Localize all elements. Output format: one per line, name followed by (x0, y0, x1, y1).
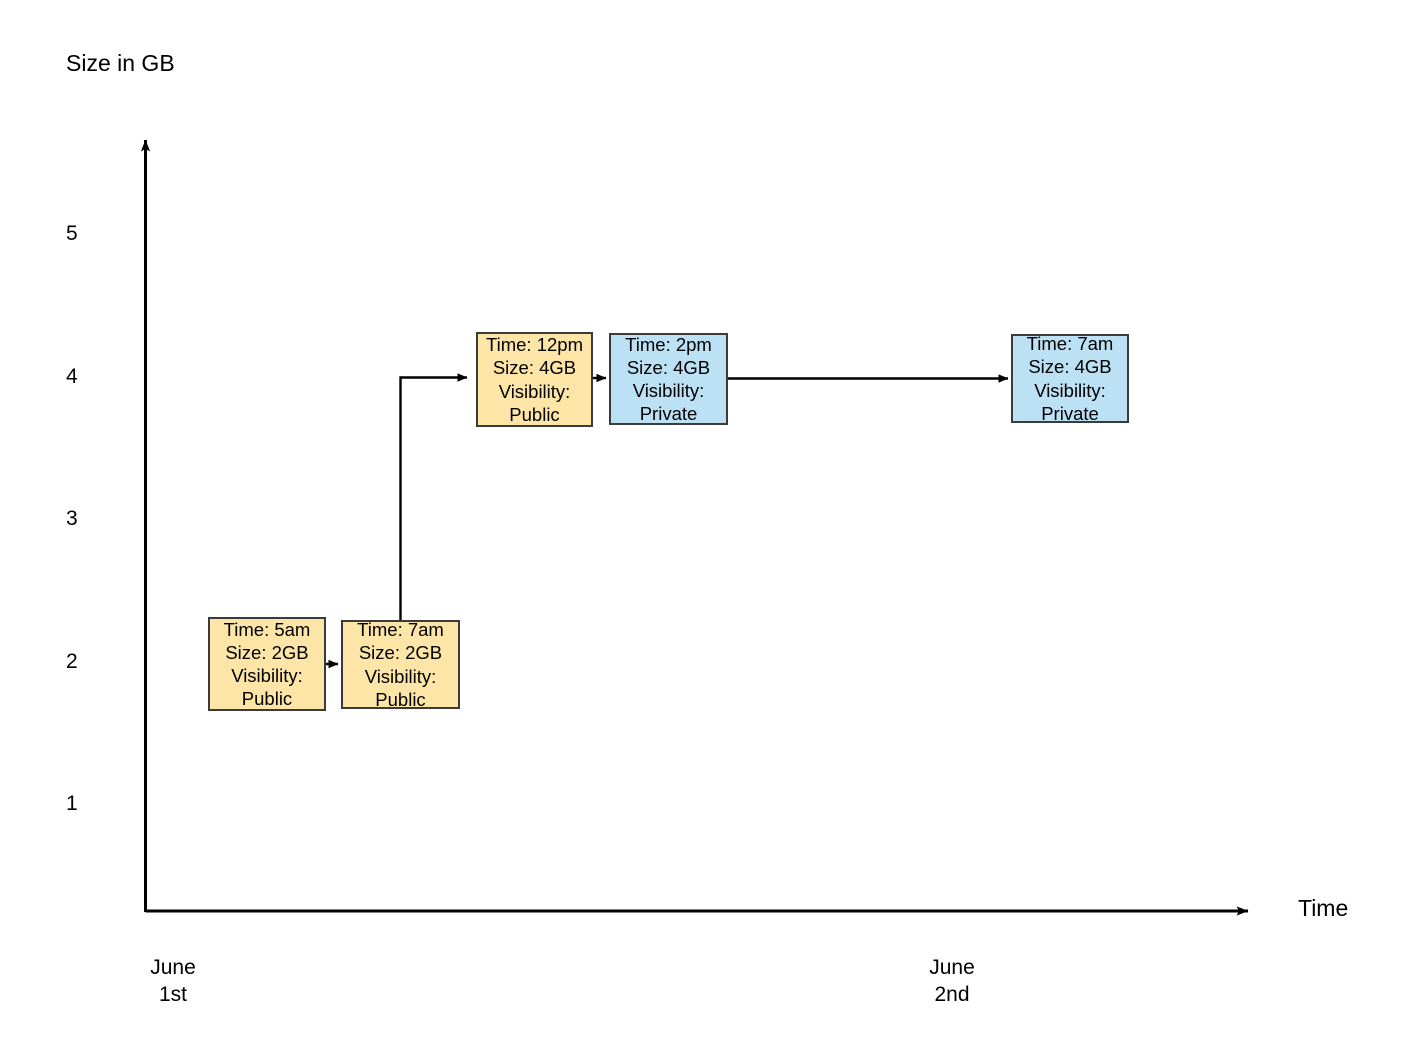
node-visibility-value: Private (639, 403, 698, 425)
node-time: Time: 7am (1026, 333, 1114, 355)
node-size: Size: 4GB (1028, 356, 1112, 378)
node-snapshot-4[interactable]: Time: 2pm Size: 4GB Visibility: Private (609, 333, 728, 425)
node-visibility-value: Public (241, 688, 293, 710)
node-visibility-value: Public (509, 403, 560, 425)
node-visibility-value: Private (1041, 402, 1099, 424)
node-time: Time: 5am (223, 618, 311, 640)
node-time: Time: 2pm (625, 333, 712, 355)
node-time: Time: 12pm (486, 334, 583, 356)
node-snapshot-3[interactable]: Time: 12pm Size: 4GB Visibility: Public (476, 332, 593, 427)
node-size: Size: 4GB (626, 356, 711, 378)
y-tick-label-1: 1 (66, 792, 78, 815)
node-visibility-label: Visibility: (498, 380, 571, 402)
y-tick-label-4: 4 (66, 365, 78, 388)
node-snapshot-5[interactable]: Time: 7am Size: 4GB Visibility: Private (1011, 333, 1129, 424)
x-tick-label-june-2nd: June 2nd (892, 955, 1012, 1009)
y-tick-label-3: 3 (66, 507, 78, 530)
node-visibility-label: Visibility: (1034, 379, 1106, 401)
x-tick-line2: 1st (158, 982, 187, 1006)
node-size: Size: 4GB (492, 357, 577, 379)
x-tick-line2: 2nd (934, 982, 970, 1006)
x-axis-title: Time (1298, 895, 1349, 921)
edge-n2-n3 (399, 373, 468, 620)
x-tick-line1: June (929, 956, 975, 979)
y-tick-label-5: 5 (66, 222, 78, 245)
node-size: Size: 2GB (225, 641, 309, 663)
node-time: Time: 7am (357, 619, 444, 641)
y-tick-label-2: 2 (66, 650, 78, 673)
node-visibility-label: Visibility: (632, 380, 705, 401)
y-axis-title: Size in GB (66, 50, 175, 76)
node-visibility-label: Visibility: (364, 665, 437, 687)
x-tick-line1: June (150, 956, 196, 979)
node-visibility-label: Visibility: (231, 665, 303, 686)
x-tick-label-june-1st: June 1st (113, 955, 233, 1009)
node-snapshot-1[interactable]: Time: 5am Size: 2GB Visibility: Public (208, 617, 326, 711)
node-visibility-value: Public (375, 688, 426, 710)
node-size: Size: 2GB (358, 642, 443, 664)
node-snapshot-2[interactable]: Time: 7am Size: 2GB Visibility: Public (341, 619, 460, 710)
